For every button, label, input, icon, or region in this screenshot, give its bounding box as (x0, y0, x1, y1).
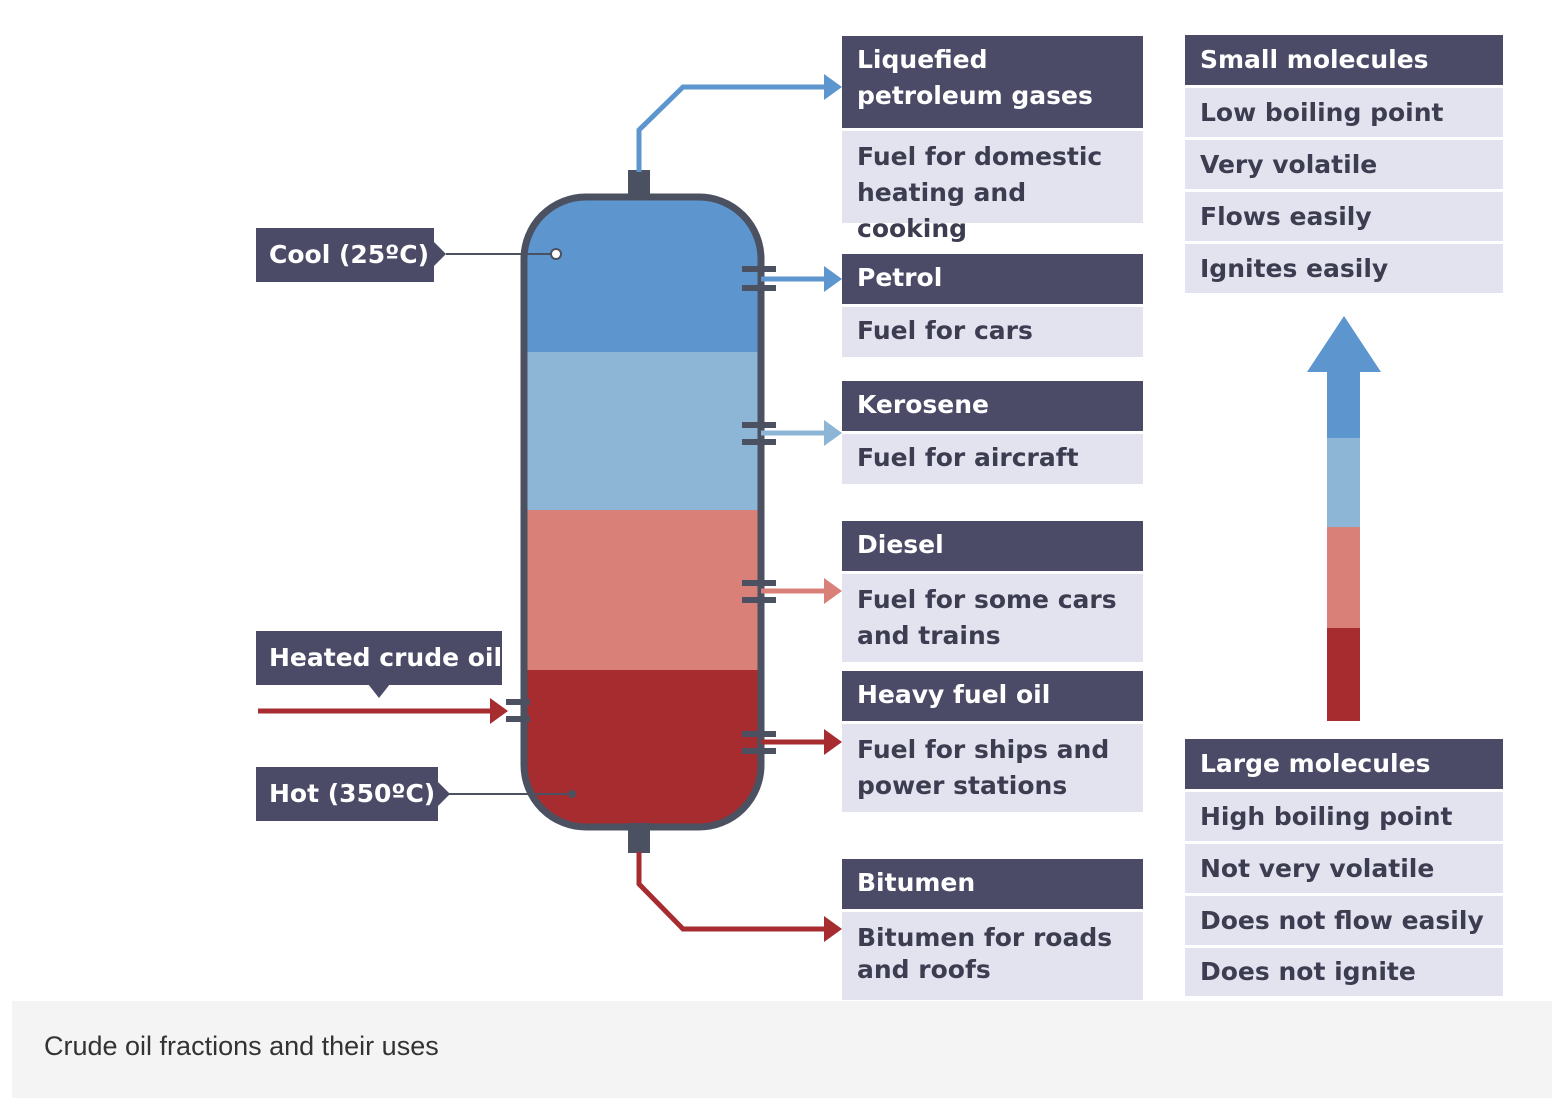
small-molecules-property: Ignites easily (1185, 244, 1503, 293)
heavy-oil-arrowhead (824, 729, 842, 755)
inlet-arrowhead (490, 698, 508, 724)
fraction-bitumen: Bitumen Bitumen for roads and roofs (842, 859, 1143, 1000)
fraction-use: Fuel for some cars and trains (842, 574, 1143, 662)
kerosene-arrowhead (824, 420, 842, 446)
bitumen-pipe (636, 852, 828, 932)
small-molecules-property: Low boiling point (1185, 88, 1503, 137)
cool-label-text: Cool (25ºC) (269, 240, 430, 269)
arrow-segment-pink (1327, 527, 1360, 628)
layer-red (524, 670, 761, 827)
arrow-segment-blue (1327, 368, 1360, 438)
side-nozzles (506, 266, 776, 754)
fraction-use: Bitumen for roads and roofs (842, 912, 1143, 1000)
fractional-distillation-diagram: Cool (25ºC) Heated crude oil Hot (350ºC)… (256, 35, 1503, 1034)
top-nozzle (628, 170, 650, 200)
fraction-use: Fuel for ships and power stations (842, 724, 1143, 812)
lpg-pipe (636, 84, 828, 172)
caption-text: Crude oil fractions and their uses (44, 1031, 439, 1061)
bitumen-arrowhead (824, 916, 842, 942)
layer-light-blue (524, 352, 761, 510)
layer-blue (524, 197, 761, 352)
fraction-use: Fuel for cars (842, 307, 1143, 357)
cool-label-tail (432, 240, 446, 268)
caption-bar: Crude oil fractions and their uses (12, 1001, 1552, 1098)
outlet-pipes (258, 84, 828, 932)
large-molecules-property: High boiling point (1185, 792, 1503, 841)
fraction-name: Diesel (842, 521, 1143, 571)
hot-pointer-dot (568, 790, 576, 798)
large-molecules-property: Not very volatile (1185, 844, 1503, 893)
fraction-lpg: Liquefied petroleum gases Fuel for domes… (842, 36, 1143, 243)
heated-crude-oil-text: Heated crude oil (269, 643, 503, 672)
arrow-head-up (1307, 316, 1381, 372)
fraction-diesel: Diesel Fuel for some cars and trains (842, 521, 1143, 662)
arrow-segment-light-blue (1327, 437, 1360, 527)
fraction-name: Heavy fuel oil (842, 671, 1143, 721)
heated-crude-oil-label: Heated crude oil (256, 631, 502, 685)
petrol-arrowhead (824, 266, 842, 292)
lpg-arrowhead (824, 74, 842, 100)
small-molecules-property: Very volatile (1185, 140, 1503, 189)
hot-label: Hot (350ºC) (256, 767, 438, 821)
fraction-heavy-fuel-oil: Heavy fuel oil Fuel for ships and power … (842, 671, 1143, 812)
large-molecules-property: Does not flow easily (1185, 896, 1503, 945)
fraction-use: Fuel for domestic heating and cooking (842, 131, 1143, 243)
fraction-name: Bitumen (842, 859, 1143, 909)
bottom-nozzle (628, 823, 650, 853)
small-molecules-property: Flows easily (1185, 192, 1503, 241)
heated-label-tail (368, 684, 390, 698)
large-molecules-property: Does not ignite easily (1185, 948, 1503, 1034)
fraction-name: Petrol (842, 254, 1143, 304)
large-molecules-panel: Large molecules High boiling point Not v… (1185, 739, 1503, 1034)
hot-label-text: Hot (350ºC) (269, 779, 436, 808)
cool-pointer-dot (550, 248, 562, 260)
fraction-name: Kerosene (842, 381, 1143, 431)
fraction-petrol: Petrol Fuel for cars (842, 254, 1143, 357)
diesel-arrowhead (824, 578, 842, 604)
small-molecules-title: Small molecules (1185, 35, 1503, 85)
hot-label-tail (436, 780, 450, 808)
column-layers (524, 197, 761, 827)
arrow-segment-red (1327, 628, 1360, 721)
arrowheads (490, 74, 842, 942)
large-molecules-title: Large molecules (1185, 739, 1503, 789)
fraction-use: Fuel for aircraft (842, 434, 1143, 484)
cool-label: Cool (25ºC) (256, 228, 434, 282)
property-arrow (1307, 316, 1381, 721)
small-molecules-panel: Small molecules Low boiling point Very v… (1185, 35, 1503, 293)
diagram-graphics (258, 74, 1381, 942)
layer-pink (524, 510, 761, 670)
fraction-kerosene: Kerosene Fuel for aircraft (842, 381, 1143, 484)
fraction-name: Liquefied petroleum gases (842, 36, 1143, 128)
